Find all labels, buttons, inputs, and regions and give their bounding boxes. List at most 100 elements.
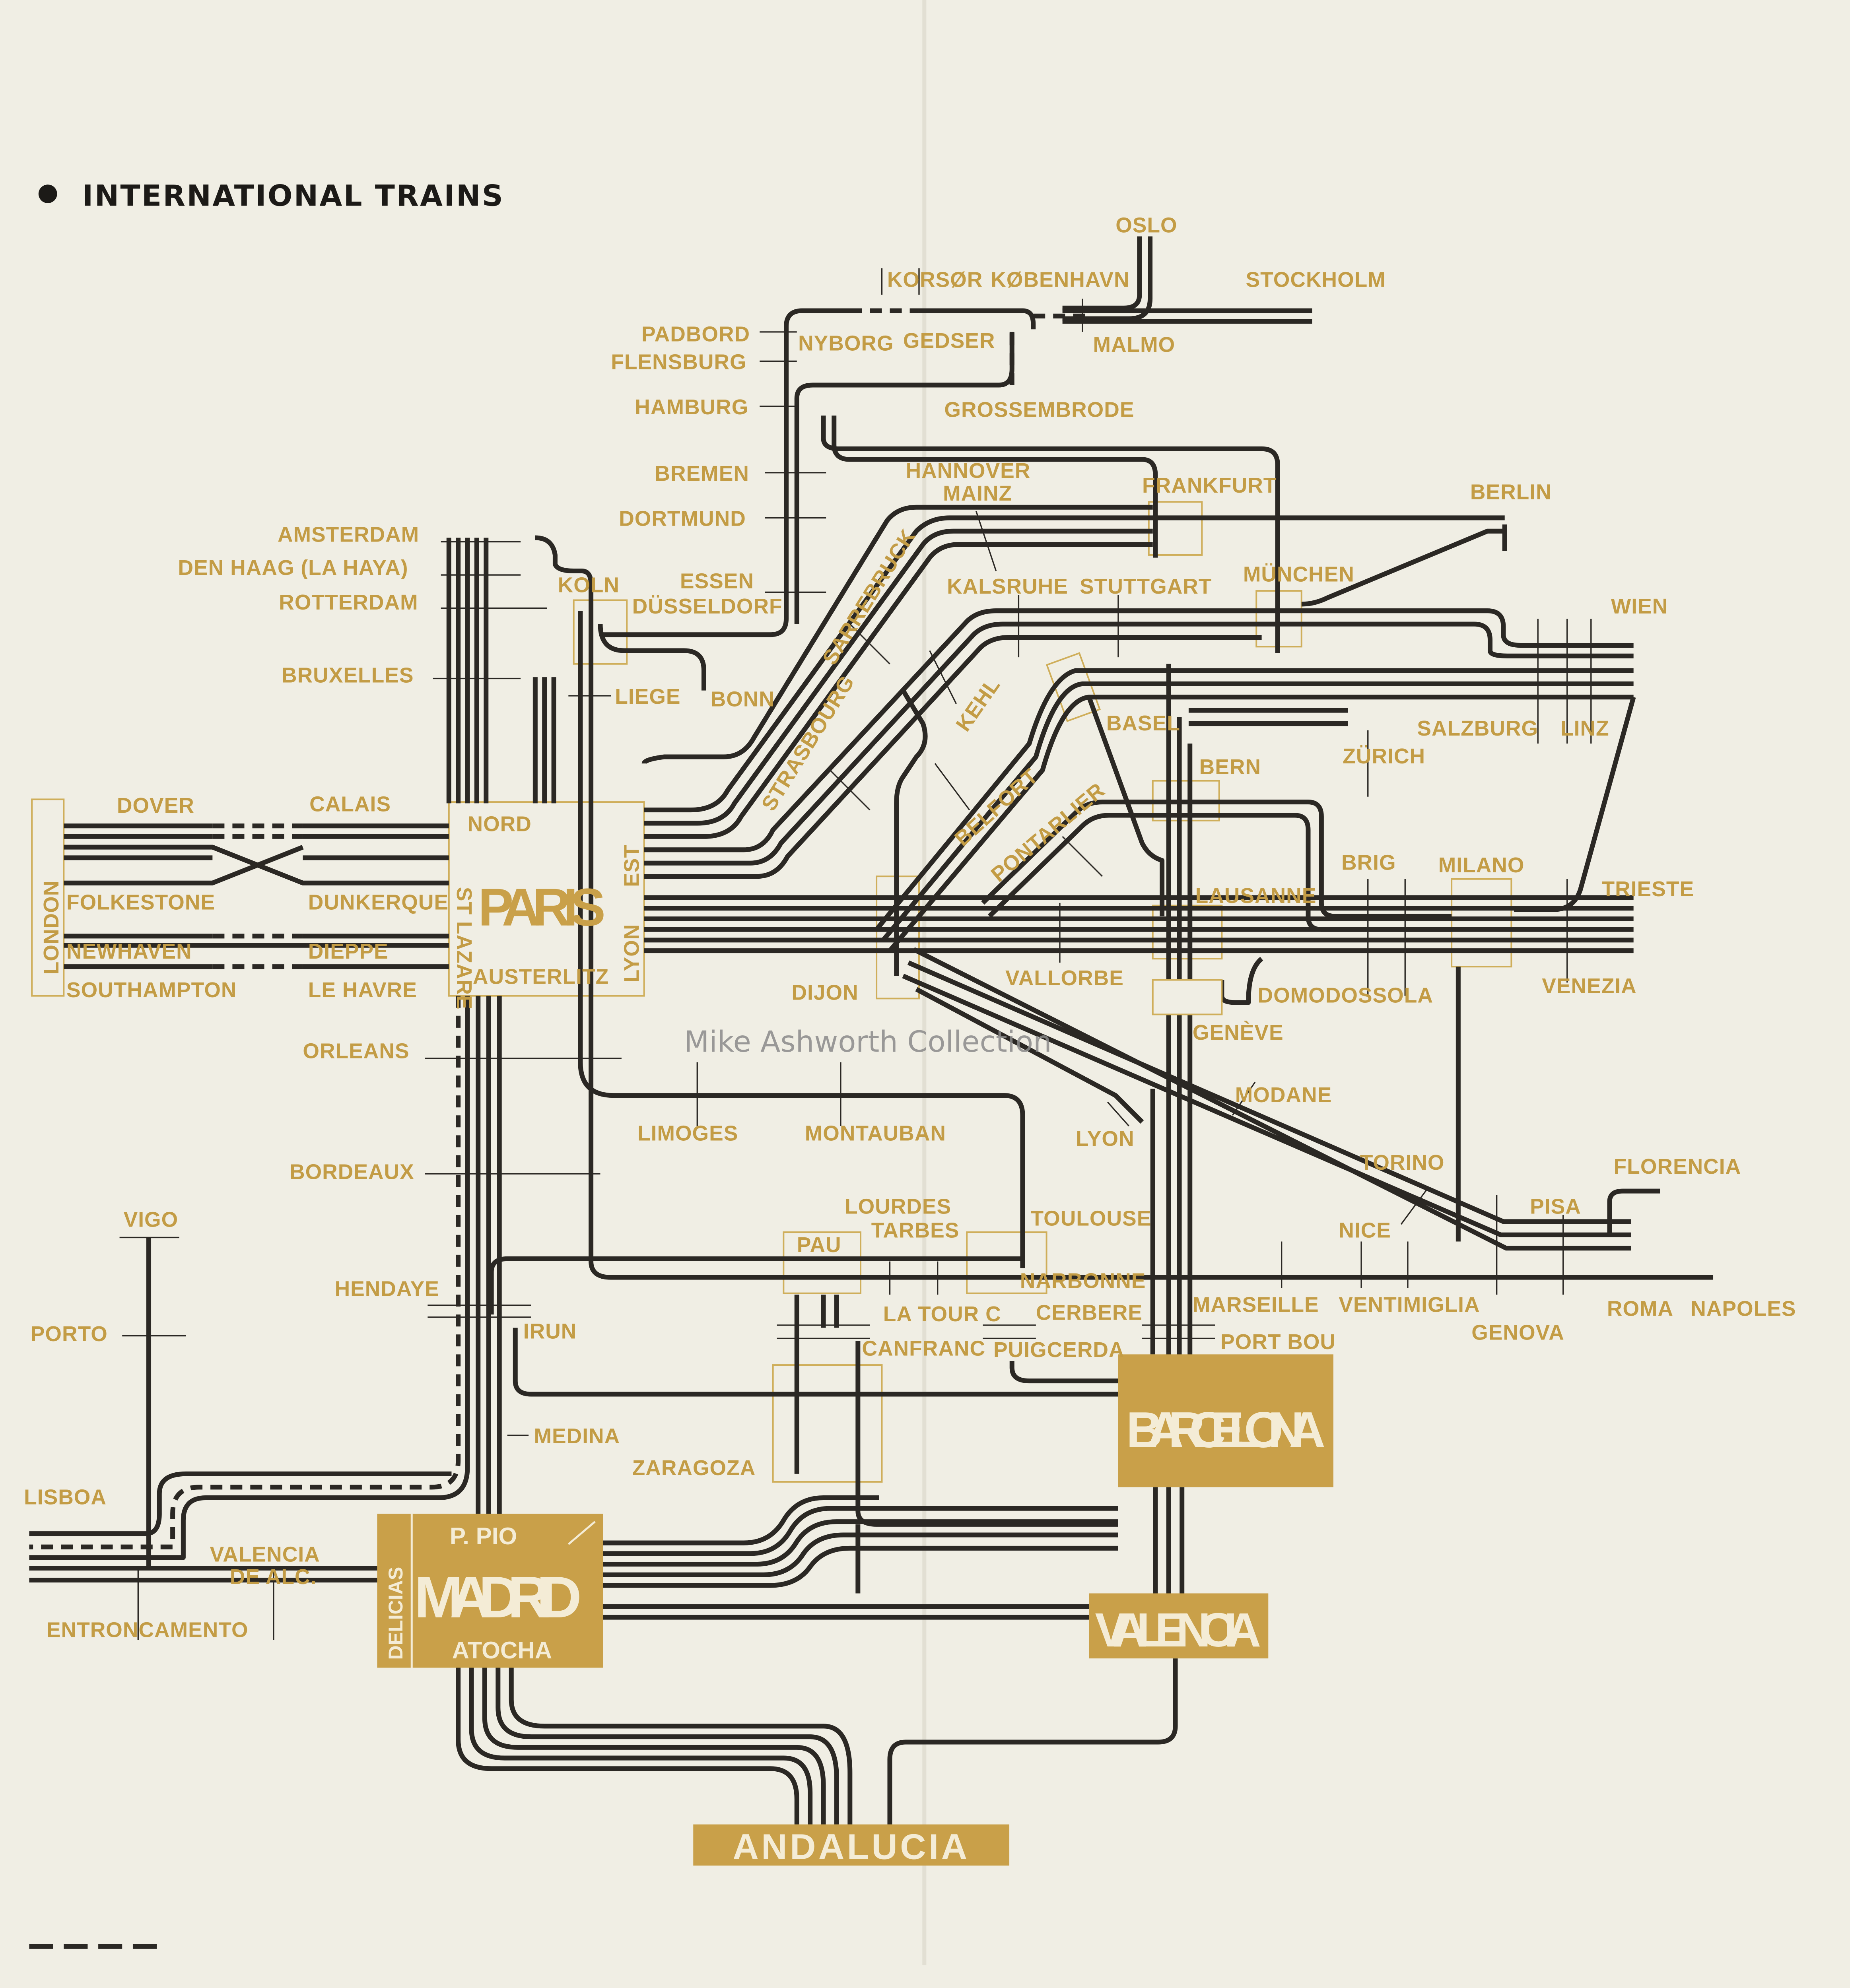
station-label: CALAIS bbox=[309, 792, 391, 816]
rail-line bbox=[888, 695, 1634, 953]
rail-line bbox=[513, 1328, 1118, 1397]
station-label: VALENCIA bbox=[210, 1543, 320, 1566]
rail-line bbox=[509, 1668, 853, 1825]
paris-label: PARIS bbox=[478, 878, 606, 937]
rail-line bbox=[578, 611, 1025, 1268]
rail-line bbox=[535, 535, 1714, 1280]
rail-line bbox=[532, 677, 556, 804]
station-label: HENDAYE bbox=[335, 1277, 439, 1301]
station-label: LIMOGES bbox=[637, 1122, 738, 1145]
rail-line bbox=[603, 1506, 1118, 1556]
station-label: NARBONNE bbox=[1020, 1269, 1146, 1293]
station-label: DOMODOSSOLA bbox=[1258, 984, 1433, 1007]
rail-line bbox=[482, 1668, 826, 1825]
rail-line bbox=[1062, 236, 1153, 321]
station-label: BERLIN bbox=[1470, 481, 1552, 504]
station-label: BREMEN bbox=[655, 462, 749, 485]
station-label: TORINO bbox=[1360, 1151, 1445, 1175]
station-label: AMSTERDAM bbox=[278, 523, 419, 547]
station-label: ROMA bbox=[1607, 1297, 1673, 1320]
station-label: OSLO bbox=[1115, 214, 1177, 237]
rail-line bbox=[64, 934, 449, 969]
rail-line bbox=[1062, 308, 1312, 324]
station-label: VENTIMIGLIA bbox=[1339, 1293, 1480, 1316]
station-label: WIEN bbox=[1611, 595, 1668, 618]
london-box bbox=[31, 798, 65, 997]
valencia-box bbox=[1089, 1593, 1269, 1659]
rail-line bbox=[496, 1668, 839, 1825]
rail-line bbox=[644, 621, 1634, 866]
madrid-box-divider bbox=[567, 1521, 596, 1545]
rail-line bbox=[881, 681, 1634, 942]
station-label: NEWHAVEN bbox=[66, 940, 192, 963]
pau-box bbox=[783, 1231, 862, 1294]
station-label: DEN HAAG (LA HAYA) bbox=[178, 556, 408, 580]
koln-box bbox=[573, 599, 628, 665]
station-label: GEDSER bbox=[903, 329, 995, 353]
station-label: BRIG bbox=[1341, 851, 1396, 874]
station-label: KOLN bbox=[558, 573, 620, 597]
bullet-icon bbox=[38, 184, 57, 203]
rail-line bbox=[644, 608, 1634, 852]
station-label: DÜSSELDORF bbox=[632, 595, 783, 618]
rail-line bbox=[1607, 1188, 1660, 1235]
basel-box bbox=[1045, 652, 1101, 722]
station-label: IRUN bbox=[523, 1320, 577, 1343]
station-label: PAU bbox=[797, 1233, 841, 1257]
rail-line bbox=[1153, 1487, 1185, 1594]
station-label: GENOVA bbox=[1471, 1321, 1564, 1345]
rail-line bbox=[476, 996, 502, 1514]
station-label: LIEGE bbox=[615, 685, 680, 709]
rail-line bbox=[603, 1495, 879, 1545]
rail-line bbox=[894, 689, 928, 976]
station-label: MEDINA bbox=[534, 1425, 620, 1448]
rail-line bbox=[1301, 524, 1507, 607]
station-label: TARBES bbox=[871, 1219, 960, 1242]
rail-line bbox=[64, 845, 449, 885]
station-label: CANFRANC bbox=[862, 1337, 985, 1361]
rail-line bbox=[887, 1658, 1178, 1825]
station-label: BONN bbox=[711, 688, 775, 711]
station-label: BORDEAUX bbox=[290, 1161, 414, 1184]
est-label: EST bbox=[620, 845, 643, 887]
rail-network bbox=[29, 236, 1714, 1825]
rail-line bbox=[29, 996, 470, 1560]
station-label: LYON bbox=[1076, 1127, 1134, 1151]
station-label: TOULOUSE bbox=[1030, 1207, 1151, 1230]
station-label: STUTTGART bbox=[1080, 575, 1212, 598]
station-label: HANNOVER bbox=[906, 459, 1031, 483]
station-label: BERN bbox=[1199, 755, 1261, 779]
station-label: ESSEN bbox=[680, 569, 754, 593]
rail-line bbox=[919, 308, 1036, 330]
station-label: PISA bbox=[1530, 1195, 1581, 1218]
rail-line bbox=[446, 538, 489, 804]
rail-line bbox=[603, 1545, 1118, 1588]
austerlitz-label: AUSTERLITZ bbox=[473, 965, 609, 989]
station-label: PORTO bbox=[31, 1322, 108, 1346]
station-label: MONTAUBAN bbox=[805, 1122, 946, 1145]
rail-line bbox=[644, 895, 1634, 953]
rail-line bbox=[603, 1532, 1118, 1577]
station-label: BRUXELLES bbox=[282, 664, 414, 687]
station-label: FOLKESTONE bbox=[66, 891, 215, 914]
rail-line bbox=[794, 1295, 839, 1474]
lausanne-box bbox=[1152, 905, 1223, 960]
station-label: MAINZ bbox=[943, 482, 1012, 505]
ferry-line bbox=[212, 823, 303, 969]
narbonne-box bbox=[966, 1231, 1047, 1294]
valencia-label: VALENCIA bbox=[1095, 1604, 1261, 1657]
rail-line bbox=[603, 1519, 1118, 1567]
border-crossing-marks bbox=[428, 1305, 1215, 1339]
rail-line bbox=[902, 974, 1631, 1237]
station-label: SOUTHAMPTON bbox=[66, 978, 237, 1002]
station-label: ROTTERDAM bbox=[279, 591, 418, 614]
andalucia-label: ANDALUCIA bbox=[733, 1827, 970, 1867]
station-label: DUNKERQUE bbox=[308, 891, 449, 914]
station-label: KALSRUHE bbox=[947, 575, 1068, 598]
map-title: INTERNATIONAL TRAINS bbox=[82, 179, 504, 213]
nord-label: NORD bbox=[468, 813, 532, 836]
station-ticks bbox=[119, 268, 1592, 1640]
barcelona-box bbox=[1118, 1354, 1333, 1487]
station-label: PUIGCERDA bbox=[993, 1338, 1125, 1362]
station-label: BASEL bbox=[1106, 712, 1180, 735]
